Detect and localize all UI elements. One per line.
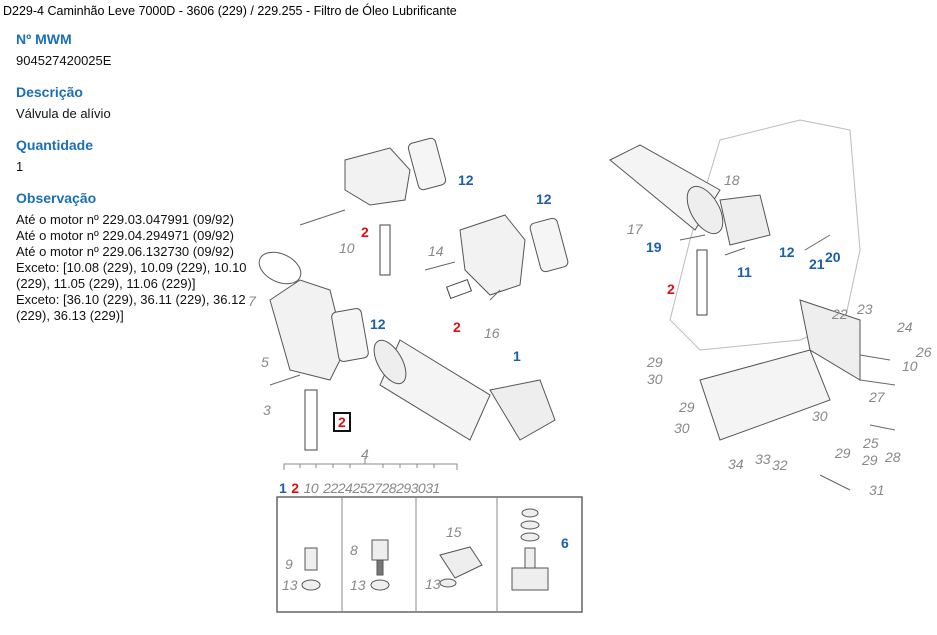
observation-line: Exceto: [10.08 (229), 10.09 (229), 10.10 [16, 260, 247, 275]
callout-12[interactable]: 12 [458, 172, 474, 188]
callout-29[interactable]: 29 [835, 445, 851, 461]
callout-27[interactable]: 27 [869, 389, 885, 405]
callout-22[interactable]: 22 [832, 306, 848, 322]
callout-8[interactable]: 8 [350, 542, 358, 558]
callout-10[interactable]: 10 [902, 358, 918, 374]
callout-20[interactable]: 20 [825, 249, 841, 265]
callout-12[interactable]: 12 [536, 191, 552, 207]
kit-item[interactable]: 30 [410, 480, 426, 496]
callout-31[interactable]: 31 [869, 482, 885, 498]
callout-26[interactable]: 26 [916, 344, 932, 360]
callout-18[interactable]: 18 [724, 172, 740, 188]
observation-line: Até o motor nº 229.04.294971 (09/92) [16, 228, 234, 243]
callout-4[interactable]: 4 [361, 446, 369, 462]
kit-item[interactable]: 28 [381, 480, 397, 496]
callout-6[interactable]: 6 [561, 535, 569, 551]
kit-item[interactable]: 2 [291, 480, 299, 496]
callout-25[interactable]: 25 [863, 435, 879, 451]
quantity-value: 1 [16, 159, 24, 174]
kit-item[interactable]: 1 [279, 480, 287, 496]
observation-label: Observação [16, 190, 97, 206]
description-value: Válvula de alívio [16, 106, 111, 121]
callout-10[interactable]: 10 [339, 240, 355, 256]
kit-item[interactable]: 31 [425, 480, 440, 496]
callout-29[interactable]: 29 [862, 452, 878, 468]
callout-16[interactable]: 16 [484, 325, 500, 341]
kit-item[interactable]: 22 [323, 480, 338, 496]
breadcrumb: D229-4 Caminhão Leve 7000D - 3606 (229) … [3, 4, 457, 18]
callout-14[interactable]: 14 [428, 243, 444, 259]
callout-30[interactable]: 30 [674, 420, 690, 436]
callout-2[interactable]: 2 [453, 319, 461, 335]
observation-line: Até o motor nº 229.03.047991 (09/92) [16, 212, 234, 227]
callout-21[interactable]: 21 [809, 256, 825, 272]
observation-line: (229), 36.13 (229)] [16, 308, 124, 323]
kit-item[interactable]: 29 [396, 480, 411, 496]
kit-item[interactable]: 10 [303, 480, 319, 496]
callout-7[interactable]: 7 [248, 293, 256, 309]
mwm-label: Nº MWM [16, 31, 72, 47]
mwm-value: 904527420025E [16, 53, 112, 68]
callout-9[interactable]: 9 [285, 556, 293, 572]
callout-29[interactable]: 29 [647, 354, 663, 370]
callout-3[interactable]: 3 [263, 402, 271, 418]
callout-17[interactable]: 17 [627, 221, 643, 237]
callout-12[interactable]: 12 [370, 316, 386, 332]
callout-19[interactable]: 19 [646, 239, 662, 255]
callout-5[interactable]: 5 [261, 354, 269, 370]
callout-13[interactable]: 13 [282, 577, 298, 593]
callout-34[interactable]: 34 [728, 456, 744, 472]
callout-33[interactable]: 33 [755, 451, 771, 467]
observation-line: Exceto: [36.10 (229), 36.11 (229), 36.12 [16, 292, 246, 307]
callout-28[interactable]: 28 [885, 449, 901, 465]
callout-30[interactable]: 30 [647, 371, 663, 387]
callout-15[interactable]: 15 [446, 524, 462, 540]
callout-11[interactable]: 11 [737, 264, 752, 280]
callout-2-selected[interactable]: 2 [333, 412, 351, 432]
observation-line: Até o motor nº 229.06.132730 (09/92) [16, 244, 234, 259]
callout-24[interactable]: 24 [897, 319, 913, 335]
callout-23[interactable]: 23 [857, 301, 873, 317]
kit-item[interactable]: 27 [366, 480, 382, 496]
callout-1[interactable]: 1 [513, 348, 521, 364]
callout-29[interactable]: 29 [679, 399, 695, 415]
callout-12[interactable]: 12 [779, 244, 795, 260]
quantity-label: Quantidade [16, 137, 94, 153]
callout-13[interactable]: 13 [425, 576, 441, 592]
callout-2[interactable]: 2 [667, 281, 675, 297]
callout-32[interactable]: 32 [772, 457, 788, 473]
callout-30[interactable]: 30 [812, 408, 828, 424]
kit-item[interactable]: 24 [337, 480, 353, 496]
description-label: Descrição [16, 84, 83, 100]
callout-2[interactable]: 2 [361, 224, 369, 240]
part-info-panel: Nº MWM 904527420025E Descrição Válvula d… [16, 30, 256, 324]
callout-13[interactable]: 13 [350, 577, 366, 593]
observation-text: Até o motor nº 229.03.047991 (09/92) Até… [16, 212, 256, 324]
kit-item[interactable]: 25 [352, 480, 367, 496]
observation-line: (229), 11.05 (229), 11.06 (229)] [16, 276, 196, 291]
